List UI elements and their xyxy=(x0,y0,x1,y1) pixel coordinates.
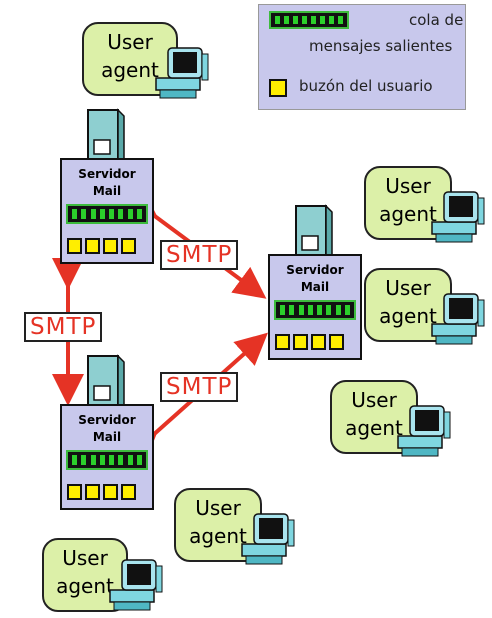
computer-icon xyxy=(431,293,485,345)
computer-icon xyxy=(155,47,209,99)
mailbox-icon xyxy=(121,484,136,500)
mailbox-icon xyxy=(329,334,344,350)
legend-queue-label-2: mensajes salientes xyxy=(309,37,453,55)
smtp-label-top-right: SMTP xyxy=(160,240,239,270)
legend-mailbox-label: buzón del usuario xyxy=(299,77,433,95)
server-label-2: Mail xyxy=(92,430,122,444)
server-label-1: Servidor xyxy=(286,263,344,277)
mailbox-icon xyxy=(293,334,308,350)
mailboxes xyxy=(275,334,344,350)
mailboxes xyxy=(67,484,136,500)
user-agent: User agent xyxy=(364,268,492,348)
computer-icon xyxy=(397,405,451,457)
server-label-2: Mail xyxy=(92,184,122,198)
mailbox-icon xyxy=(311,334,326,350)
server-tower-icon xyxy=(87,354,125,410)
user-agent: User agent xyxy=(364,166,492,246)
user-agent: User agent xyxy=(174,488,314,568)
server-tower-icon xyxy=(295,204,333,260)
mailbox-icon xyxy=(85,238,100,254)
queue-icon xyxy=(269,11,349,29)
user-agent-line-2: agent xyxy=(101,58,159,82)
user-agent: User agent xyxy=(330,380,470,460)
mail-server-right: Servidor Mail xyxy=(268,204,362,364)
user-agent-line-1: User xyxy=(385,276,431,300)
user-agent-line-2: agent xyxy=(379,304,437,328)
computer-icon xyxy=(241,513,295,565)
mail-server-top: Servidor Mail xyxy=(60,108,154,268)
mailbox-icon xyxy=(103,238,118,254)
server-label-1: Servidor xyxy=(78,167,136,181)
user-agent-line-2: agent xyxy=(379,202,437,226)
user-agent-line-1: User xyxy=(107,30,153,54)
user-agent-line-1: User xyxy=(62,546,108,570)
mailboxes xyxy=(67,238,136,254)
smtp-label-bottom-right: SMTP xyxy=(160,372,239,402)
mail-server-bottom: Servidor Mail xyxy=(60,354,154,514)
server-label-1: Servidor xyxy=(78,413,136,427)
user-agent-line-1: User xyxy=(351,388,397,412)
user-agent: User agent xyxy=(82,22,222,102)
legend: cola de mensajes salientes buzón del usu… xyxy=(258,4,466,110)
mailbox-icon xyxy=(67,484,82,500)
server-label-2: Mail xyxy=(300,280,330,294)
mailbox-icon xyxy=(67,238,82,254)
mailbox-icon xyxy=(269,79,287,97)
computer-icon xyxy=(431,191,485,243)
user-agent-line-2: agent xyxy=(189,524,247,548)
server-tower-icon xyxy=(87,108,125,164)
mailbox-icon xyxy=(275,334,290,350)
queue-icon xyxy=(68,452,146,468)
user-agent-line-2: agent xyxy=(345,416,403,440)
queue-icon xyxy=(68,206,146,222)
user-agent-line-1: User xyxy=(195,496,241,520)
smtp-label-left: SMTP xyxy=(24,312,103,342)
user-agent: User agent xyxy=(42,538,182,618)
mailbox-icon xyxy=(121,238,136,254)
queue-icon xyxy=(276,302,354,318)
user-agent-line-1: User xyxy=(385,174,431,198)
mailbox-icon xyxy=(103,484,118,500)
computer-icon xyxy=(109,559,163,611)
user-agent-line-2: agent xyxy=(56,574,114,598)
legend-queue-label-1: cola de xyxy=(409,11,464,29)
mailbox-icon xyxy=(85,484,100,500)
